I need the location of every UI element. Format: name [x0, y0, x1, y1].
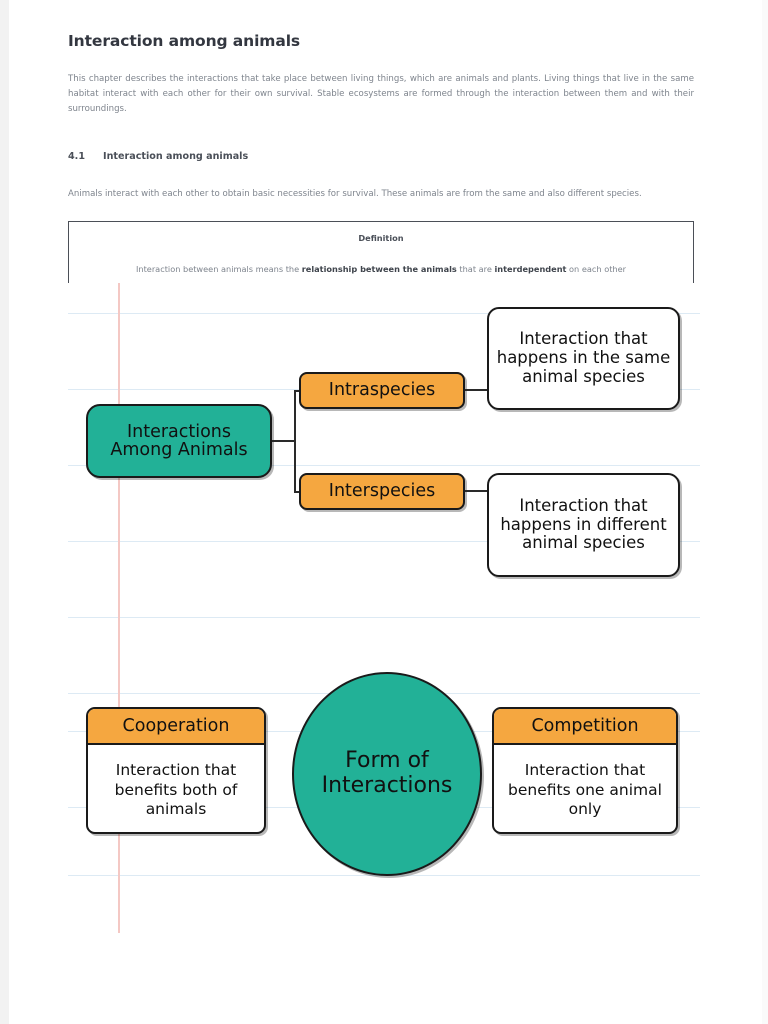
card-competition[interactable]: Competition Interaction that benefits on… — [492, 707, 678, 834]
node-description-text: Interaction that happens in different an… — [500, 495, 667, 553]
rule-line — [68, 541, 700, 542]
definition-text-part-1: Interaction between animals means the — [135, 263, 302, 274]
diagram-canvas: Interactions Among Animals Intraspecies … — [68, 283, 700, 933]
node-intraspecies-description: Interaction that happens in the same ani… — [487, 307, 680, 410]
node-label-line-1: Interactions — [126, 421, 232, 442]
node-interactions-among-animals[interactable]: Interactions Among Animals — [86, 404, 272, 478]
definition-text-part-2: that are — [456, 263, 495, 274]
section-intro-paragraph: Animals interact with each other to obta… — [68, 188, 642, 199]
connector-vertical-bracket — [294, 390, 297, 493]
node-interspecies-description: Interaction that happens in different an… — [487, 473, 680, 577]
intro-paragraph: This chapter describes the interactions … — [68, 74, 694, 115]
page-title: Interaction among animals — [68, 32, 301, 50]
definition-text: Interaction between animals means the re… — [69, 264, 693, 274]
connector-root-stub — [272, 440, 296, 443]
card-cooperation-body: Interaction that benefits both of animal… — [114, 760, 238, 819]
rule-line — [68, 465, 700, 466]
connector-interspecies-description — [465, 490, 487, 493]
definition-heading: Definition — [358, 232, 404, 243]
section-number: 4.1 — [68, 150, 85, 162]
page-edge-left — [0, 0, 9, 1024]
page-edge-right — [762, 0, 768, 1024]
node-description-text: Interaction that happens in the same ani… — [496, 329, 671, 386]
definition-bold-2: interdependent — [494, 263, 567, 274]
ellipse-label-line-1: Form of — [345, 748, 429, 774]
node-label: Intraspecies — [328, 380, 436, 401]
card-cooperation[interactable]: Cooperation Interaction that benefits bo… — [86, 707, 266, 834]
rule-line — [68, 313, 700, 314]
section-title: Interaction among animals — [103, 150, 249, 162]
definition-bold-1: relationship between the animals — [301, 263, 457, 274]
node-label: Interactions Among Animals — [110, 423, 247, 459]
node-interspecies[interactable]: Interspecies — [299, 473, 465, 510]
node-form-of-interactions[interactable]: Form of Interactions — [292, 672, 482, 876]
connector-intraspecies-description — [465, 389, 487, 392]
document-body: Interaction among animals This chapter d… — [68, 32, 694, 286]
card-competition-heading: Competition — [494, 709, 676, 745]
card-competition-body: Interaction that benefits one animal onl… — [508, 760, 662, 819]
node-label-line-2: Among Animals — [110, 440, 248, 460]
ellipse-label-line-2: Interactions — [321, 773, 453, 798]
node-intraspecies[interactable]: Intraspecies — [299, 372, 465, 409]
ellipse-label: Form of Interactions — [322, 749, 453, 798]
node-label: Interspecies — [328, 481, 436, 502]
section-heading: 4.1 Interaction among animals — [68, 151, 694, 162]
definition-box: Definition Interaction between animals m… — [68, 220, 694, 286]
definition-text-part-3: on each other — [566, 263, 627, 274]
margin-line — [118, 283, 120, 933]
card-cooperation-heading: Cooperation — [88, 709, 264, 745]
rule-line — [68, 617, 700, 618]
